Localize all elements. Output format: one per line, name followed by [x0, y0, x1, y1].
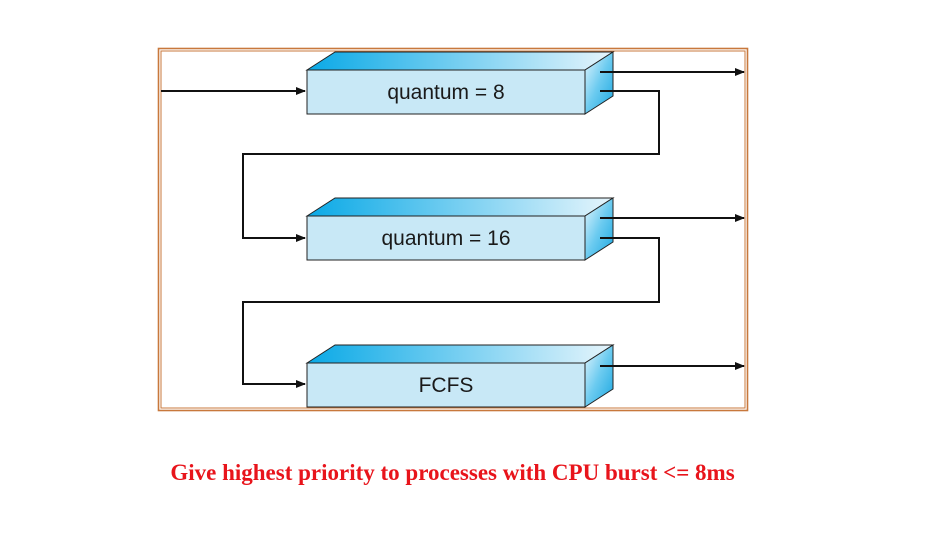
- caption: Give highest priority to processes with …: [170, 460, 735, 485]
- queue-box-1: quantum = 8: [305, 51, 615, 115]
- demotion-arrow-1: [242, 90, 660, 242]
- queue-label-2: quantum = 16: [381, 227, 510, 250]
- queue-label-3: FCFS: [419, 374, 474, 397]
- queue-box-2: quantum = 16: [305, 197, 615, 261]
- queue-box-3: FCFS: [305, 344, 615, 408]
- queue-label-1: quantum = 8: [387, 81, 504, 104]
- demotion-arrow-2: [242, 237, 660, 388]
- outer-frame: [157, 47, 749, 412]
- outer-frame-inner: [160, 50, 746, 409]
